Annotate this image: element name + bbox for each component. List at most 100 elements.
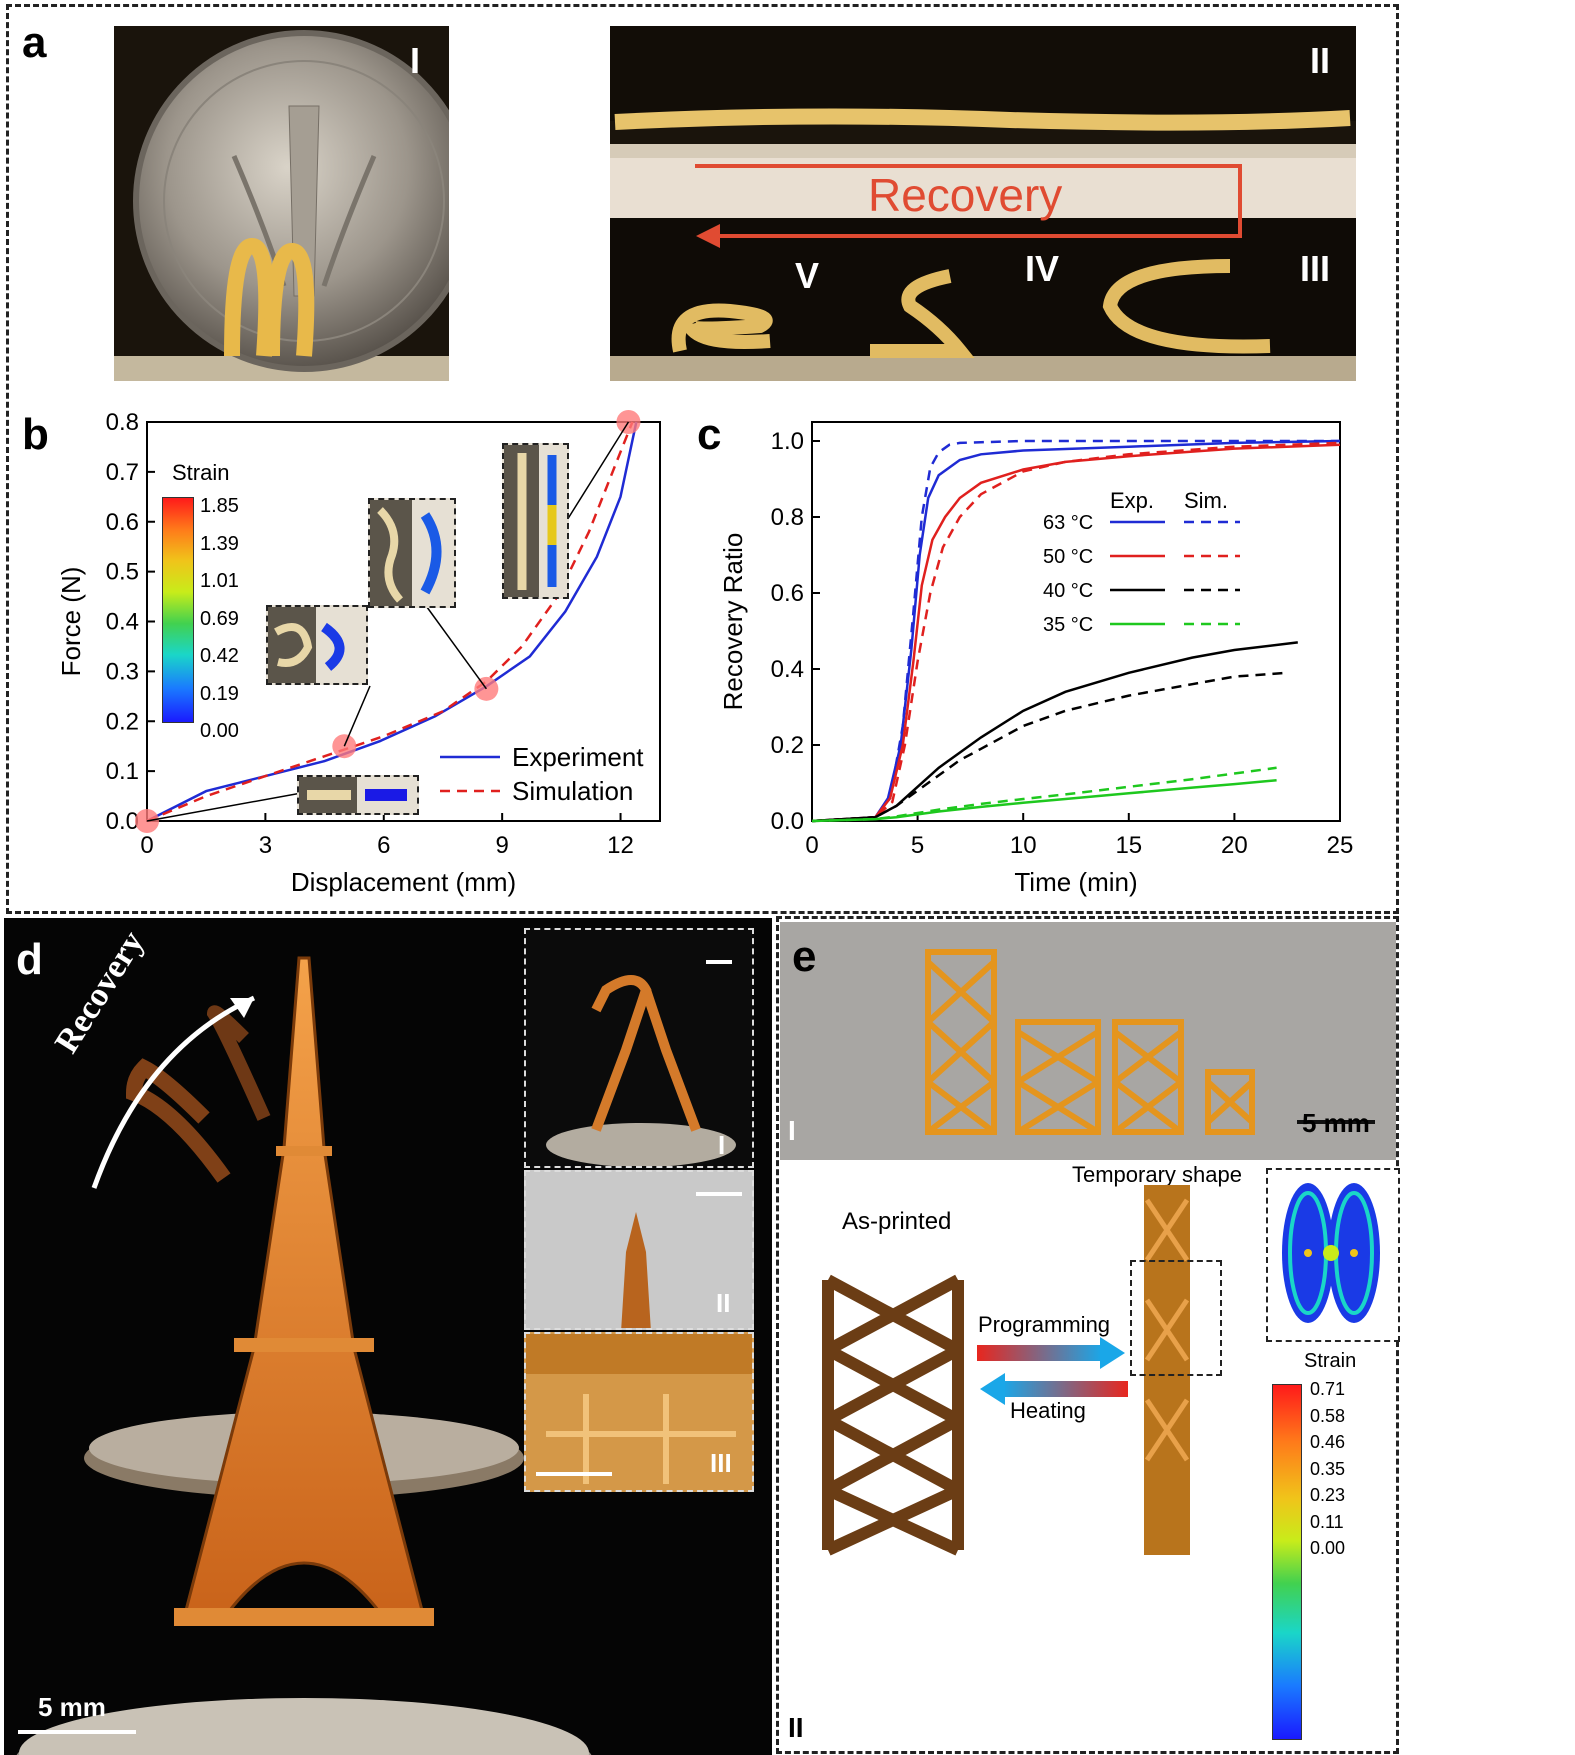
y-tick-label: 0.0 (771, 808, 804, 835)
colorbar-b-tick: 1.01 (200, 570, 239, 592)
colorbar-e-tick: 0.11 (1310, 1511, 1344, 1532)
y-tick-label: 0.8 (771, 504, 804, 531)
y-tick-label: 0.0 (106, 808, 139, 835)
y-tick-label: 0.2 (106, 708, 139, 735)
panel-a-b-c-frame (6, 4, 1399, 914)
inset-d-i (524, 928, 754, 1168)
inset-d-ii (524, 1170, 754, 1330)
colorbar-b-tick: 0.69 (200, 607, 239, 630)
colorbar-e-tick: 0.35 (1310, 1458, 1346, 1479)
series-line-1 (146, 421, 634, 823)
eiffel-tower-illustration (16, 956, 592, 1755)
scale-bar-e-label: 5 mm (1302, 1108, 1370, 1138)
y-tick-label: 0.2 (771, 732, 804, 759)
colorbar-e-tick: 0.71 (1310, 1379, 1346, 1399)
x-axis-label: Time (min) (1014, 867, 1137, 897)
panel-a-label-iv: IV (1025, 248, 1060, 289)
legend-label: Simulation (512, 776, 633, 806)
y-tick-label: 0.6 (106, 509, 139, 536)
panel-a-label-i: I (410, 40, 421, 81)
scale-bar-d (18, 1730, 136, 1734)
plot-frame (811, 421, 1341, 822)
x-tick-label: 15 (1115, 832, 1142, 859)
legend-label: 40 °C (1043, 580, 1093, 602)
panel-letter-b: b (22, 410, 49, 459)
colorbar-e-tick: 0.46 (1310, 1432, 1346, 1452)
legend-label: Experiment (512, 742, 644, 772)
photo-filament-strip (610, 26, 1356, 381)
temporary-shape-zoom-box (1130, 1260, 1222, 1376)
legend-header-exp: Exp. (1110, 488, 1154, 513)
series-line-7 (811, 766, 1277, 823)
strain-colorbar-b-title: Strain (172, 460, 230, 485)
y-tick-label: 0.4 (771, 656, 804, 683)
y-axis-label: Force (N) (56, 567, 86, 677)
recovery-arrow-label: Recovery (868, 169, 1063, 221)
legend-label: 63 °C (1043, 512, 1093, 534)
inset-deformed-2 (368, 498, 456, 608)
x-tick-label: 6 (377, 832, 390, 859)
panel-letter-d: d (16, 935, 43, 984)
colorbar-e-tick: 0.00 (1310, 1538, 1346, 1558)
colorbar-b-tick: 0.00 (200, 720, 239, 742)
panel-a-label-iii: III (1300, 248, 1331, 289)
photo-dime-coin (114, 26, 449, 381)
inset-leader-line (423, 602, 487, 690)
inset-d-iii (524, 1332, 754, 1492)
strain-colorbar-b (162, 497, 194, 723)
strain-colorbar-e (1272, 1384, 1302, 1740)
x-tick-label: 0 (805, 832, 818, 859)
panel-letter-e: e (792, 932, 817, 981)
inset-deformed-1 (266, 605, 368, 685)
series-line-1 (811, 439, 1340, 823)
colorbar-b-tick: 1.39 (200, 532, 239, 555)
colorbar-b-tick: 1.85 (200, 495, 239, 517)
photo-stents-row (780, 922, 1396, 1160)
y-tick-label: 0.3 (106, 658, 139, 685)
strain-map-inset (1266, 1168, 1400, 1342)
colorbar-b-tick: 0.42 (200, 645, 239, 667)
inset-leader-line (563, 421, 630, 526)
legend-label: 35 °C (1043, 614, 1093, 636)
colorbar-e-tick: 0.58 (1310, 1405, 1346, 1426)
stents-illustration (925, 949, 1375, 1135)
series-line-4 (811, 641, 1298, 823)
stent-as-printed (822, 1274, 964, 1556)
strain-colorbar-b-ticks: 1.85 1.39 1.01 0.69 0.42 0.19 0.00 (200, 488, 239, 751)
colorbar-e-tick: 0.23 (1310, 1485, 1346, 1505)
colorbar-b-tick: 0.19 (200, 682, 239, 705)
x-tick-label: 9 (495, 832, 508, 859)
series-line-0 (811, 439, 1341, 823)
series-line-3 (811, 441, 1341, 823)
x-tick-label: 0 (140, 832, 153, 859)
y-tick-label: 0.8 (106, 409, 139, 436)
x-axis-label: Displacement (mm) (291, 867, 516, 897)
y-tick-label: 0.1 (106, 758, 139, 785)
series-line-0 (146, 421, 638, 823)
temporary-shape-label: Temporary shape (1072, 1162, 1242, 1187)
inset-deformed-3 (502, 443, 569, 599)
programming-label: Programming (978, 1312, 1111, 1337)
inset-d-label-iii: III (710, 1448, 732, 1478)
x-tick-label: 20 (1221, 832, 1248, 859)
panel-e-label-i: I (788, 1115, 796, 1146)
as-printed-label: As-printed (842, 1208, 952, 1235)
inset-deformed-0 (297, 775, 419, 815)
x-tick-label: 5 (911, 832, 924, 859)
programming-heating-arrows (977, 1337, 1128, 1405)
panel-a-label-ii: II (1310, 40, 1331, 81)
inset-leader-line (343, 685, 371, 747)
panel-letter-a: a (22, 18, 47, 67)
legend-label: 50 °C (1043, 546, 1093, 568)
filament-recovery-illustration (610, 26, 1356, 381)
inset-d-label-ii: II (716, 1288, 731, 1318)
panel-letter-c: c (697, 410, 722, 459)
y-tick-label: 0.4 (106, 609, 139, 636)
y-axis-label: Recovery Ratio (718, 533, 748, 711)
panel-e-label-ii: II (788, 1712, 804, 1743)
x-tick-label: 25 (1327, 832, 1354, 859)
strain-colorbar-e-title: Strain (1304, 1350, 1357, 1372)
y-tick-label: 0.6 (771, 580, 804, 607)
